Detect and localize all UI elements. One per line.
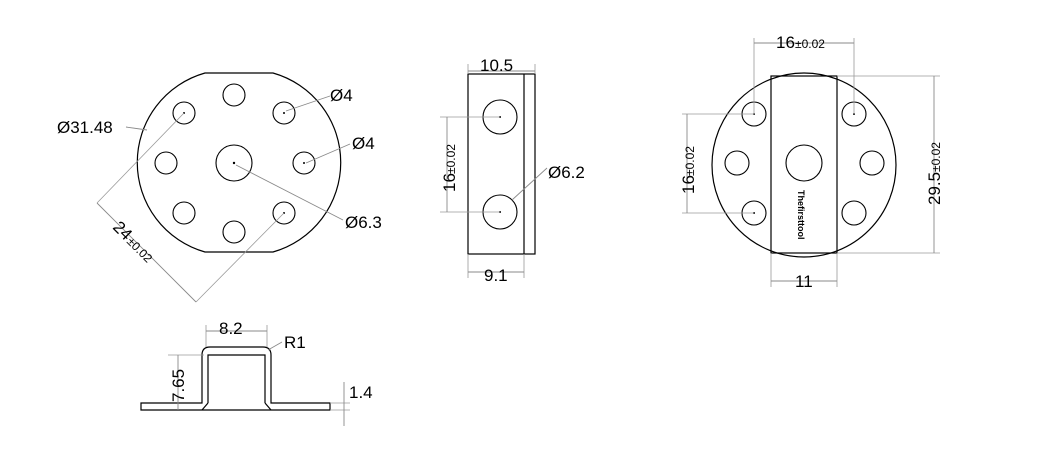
top-center-bore [785,144,823,182]
top-view: Thefirsttool 16 ±0.02 16 ±0.02 29.5 ±0.0… [679,33,944,291]
top-height-value: 29.5 [925,172,944,205]
top-hole [724,150,750,176]
side-body [467,73,536,255]
section-radius-label: R1 [284,333,306,352]
section-outline [140,346,331,411]
hole-diameter-label-1: Ø4 [330,86,353,105]
brand-text: Thefirsttool [796,190,806,240]
side-hole-diameter-label: Ø6.2 [548,163,585,182]
bolt-hole [222,83,246,107]
section-height-value: 7.65 [169,369,188,402]
top-spacing-tolerance: ±0.02 [795,37,825,51]
front-view: Ø31.48 Ø4 Ø4 Ø6.3 24 ±0.02 [57,72,382,303]
side-spacing-tolerance: ±0.02 [444,144,458,174]
bolt-hole [154,151,178,175]
hole-diameter-label-2: Ø4 [352,134,375,153]
brand-mark: Thefirsttool [796,190,806,240]
top-width-bottom-label: 11 [795,272,813,291]
front-outline [136,72,342,253]
top-hole [841,200,867,226]
section-view: 8.2 R1 7.65 1.4 [140,319,373,426]
outer-diameter-label: Ø31.48 [57,118,113,137]
center-diameter-label: Ø6.3 [345,213,382,232]
top-left-value: 16 [679,175,698,194]
top-height-tolerance: ±0.02 [929,142,943,172]
side-width-top-label: 10.5 [480,56,513,75]
section-width-label: 8.2 [219,319,243,338]
side-view: 10.5 9.1 16 ±0.02 Ø6.2 [440,56,585,285]
top-left-tolerance: ±0.02 [683,146,697,176]
side-spacing-dimension: 16 ±0.02 [440,144,459,192]
top-hole [859,150,885,176]
pcd-tolerance: ±0.02 [124,234,155,265]
section-height-dimension: 7.65 [169,369,188,402]
top-spacing-value: 16 [776,33,795,52]
bolt-hole [172,201,196,225]
bolt-hole [222,220,246,244]
top-center-block [770,75,838,254]
side-width-bottom-label: 9.1 [484,266,508,285]
side-spacing-value: 16 [440,173,459,192]
section-thickness-label: 1.4 [349,383,373,402]
top-height-dimension: 29.5 ±0.02 [925,142,944,205]
top-outline [711,72,897,258]
pcd-dimension: 24 ±0.02 [109,217,155,265]
top-left-dimension: 16 ±0.02 [679,146,698,194]
